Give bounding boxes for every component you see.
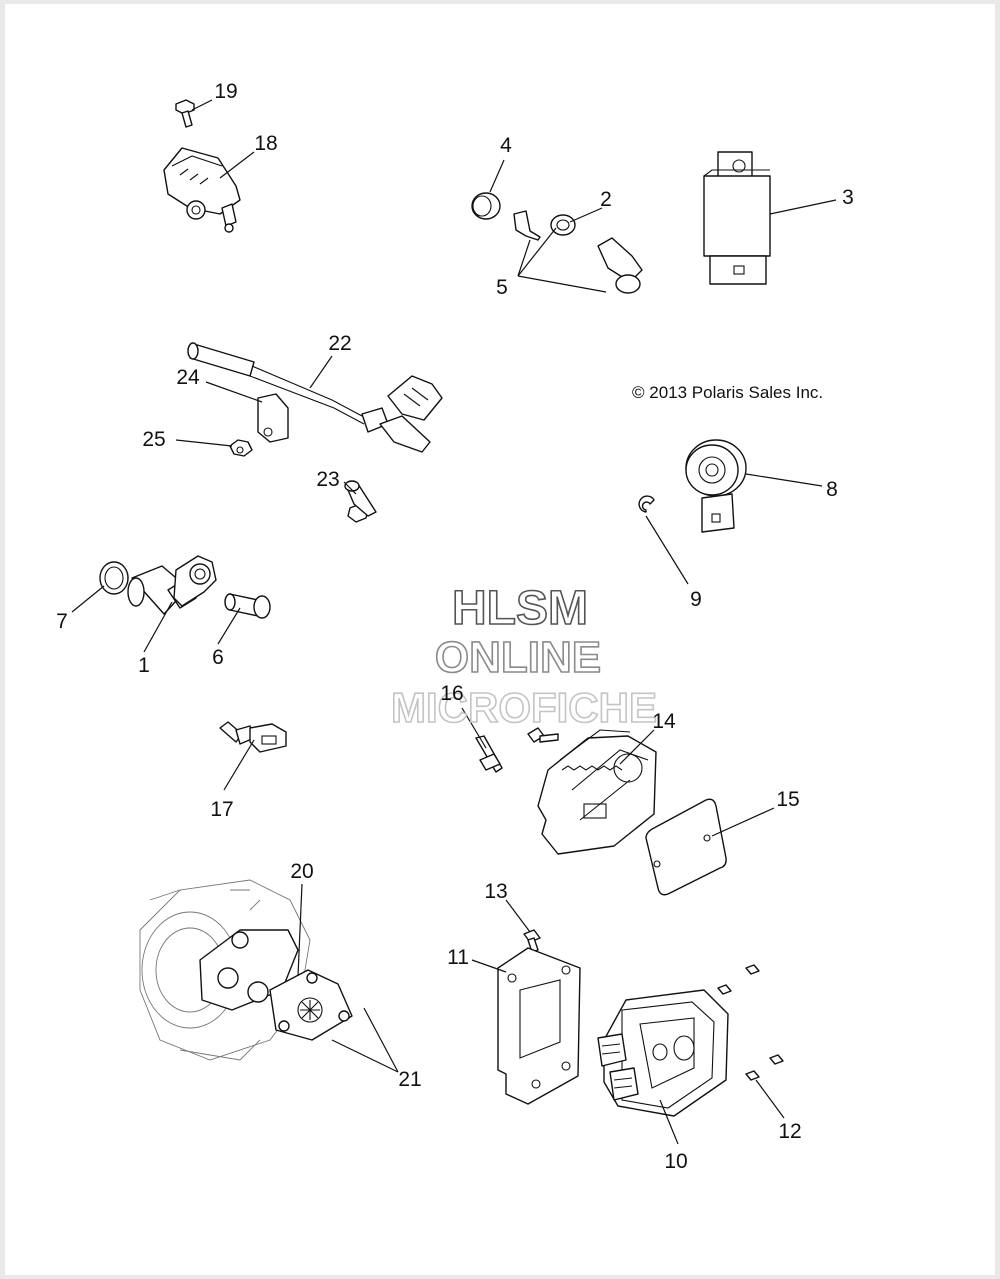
callout-7: 7: [56, 610, 68, 633]
part-18-map-sensor[interactable]: [163, 147, 241, 233]
part-16-bolt-b[interactable]: [527, 727, 559, 743]
callout-10: 10: [664, 1150, 687, 1173]
callout-23: 23: [316, 468, 339, 491]
callout-8: 8: [826, 478, 838, 501]
part-22-speed-sensor[interactable]: [187, 342, 443, 453]
callout-9: 9: [690, 588, 702, 611]
part-14-ecu-housing[interactable]: [537, 729, 657, 855]
watermark-line-1: HLSM: [452, 582, 588, 635]
callout-21: 21: [398, 1068, 421, 1091]
callout-6: 6: [212, 646, 224, 669]
callout-14: 14: [652, 710, 676, 733]
callout-24: 24: [176, 366, 200, 389]
part-12-screws[interactable]: [717, 964, 784, 1081]
callout-16: 16: [440, 682, 463, 705]
part-25-nut[interactable]: [229, 439, 253, 457]
callout-labels: 1 2 3 4 5 6 7 8 9 10 11 12 13 14 15 16 1…: [56, 80, 854, 1173]
part-6-spacer[interactable]: [224, 593, 271, 619]
part-4-cap[interactable]: [471, 192, 501, 220]
part-9-e-clip[interactable]: [638, 495, 655, 513]
callout-15: 15: [776, 788, 799, 811]
part-10-ecu[interactable]: [597, 989, 729, 1117]
callout-12: 12: [778, 1120, 801, 1143]
part-1-cam-sensor[interactable]: [127, 555, 217, 615]
callout-19: 19: [214, 80, 237, 103]
callout-1: 1: [138, 654, 150, 677]
copyright-text: © 2013 Polaris Sales Inc.: [632, 383, 823, 402]
part-17-temp-sensor[interactable]: [219, 721, 287, 753]
part-15-gasket[interactable]: [645, 798, 727, 896]
part-8-knock-sensor[interactable]: [685, 439, 747, 533]
callout-22: 22: [328, 332, 351, 355]
leader-lines: [71, 99, 837, 1145]
part-23-bolt[interactable]: [344, 480, 377, 523]
part-7-o-ring[interactable]: [99, 561, 129, 595]
part-16-bolt-a[interactable]: [475, 735, 503, 773]
part-5-terminal[interactable]: [513, 210, 541, 241]
watermark: HLSM ONLINE MICROFICHE: [390, 581, 658, 732]
callout-2: 2: [600, 188, 612, 211]
part-2-washer[interactable]: [550, 214, 576, 236]
part-21-tps-sensor[interactable]: [269, 969, 353, 1041]
callout-3: 3: [842, 186, 854, 209]
callout-17: 17: [210, 798, 233, 821]
part-19-bolt[interactable]: [175, 99, 195, 128]
watermark-line-3: MICROFICHE: [391, 684, 657, 731]
callout-13: 13: [484, 880, 507, 903]
part-13-screw[interactable]: [523, 929, 541, 953]
callout-18: 18: [254, 132, 277, 155]
callout-5: 5: [496, 276, 508, 299]
part-5-switch[interactable]: [597, 237, 643, 294]
callout-11: 11: [447, 946, 469, 969]
part-11-bracket[interactable]: [497, 947, 581, 1105]
part-3-relay-module[interactable]: [703, 151, 771, 285]
callout-25: 25: [142, 428, 165, 451]
callout-20: 20: [290, 860, 313, 883]
part-24-clip[interactable]: [257, 393, 289, 443]
watermark-line-2: ONLINE: [435, 633, 601, 682]
callout-4: 4: [500, 134, 512, 157]
